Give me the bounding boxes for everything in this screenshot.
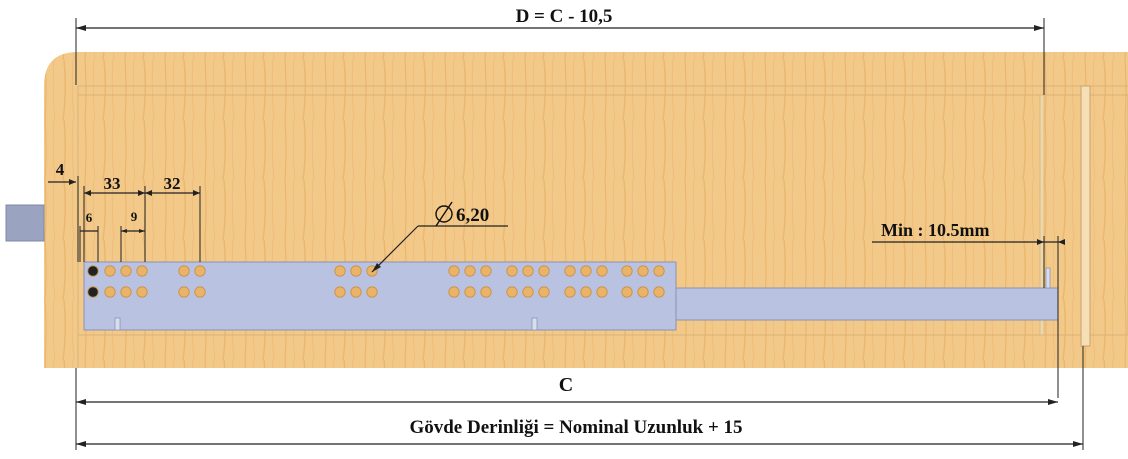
dimension-c: C xyxy=(75,368,1058,450)
rail-hole xyxy=(120,265,132,277)
rail-inner-member xyxy=(675,287,1059,321)
rail-hole xyxy=(120,286,132,298)
rail-hole xyxy=(194,265,206,277)
rail-hole xyxy=(334,265,346,277)
spacing-32-label: 32 xyxy=(164,174,181,193)
rail-holes xyxy=(87,265,665,298)
rail-hole xyxy=(136,286,148,298)
rail-hole xyxy=(653,265,665,277)
offset-4-label: 4 xyxy=(56,160,65,179)
dimension-min-clearance: Min : 10.5mm xyxy=(872,220,1065,398)
min-clearance-label: Min : 10.5mm xyxy=(881,220,989,240)
slide-end-stub xyxy=(5,204,45,242)
rail-hole xyxy=(596,265,608,277)
rail-hole xyxy=(350,286,362,298)
mounting-hole xyxy=(87,286,99,298)
hole-pitch-9-label: 9 xyxy=(131,209,138,224)
hole-diameter-label: 6,20 xyxy=(456,205,489,226)
dimension-small: 6 9 xyxy=(79,209,145,262)
dimension-body-depth: Gövde Derinliği = Nominal Uzunluk + 15 xyxy=(76,346,1084,450)
rail-hole xyxy=(538,265,550,277)
back-panel-divider xyxy=(1039,94,1045,336)
hole-offset-6-label: 6 xyxy=(86,210,93,225)
rail-hole xyxy=(653,286,665,298)
rail-hole xyxy=(522,265,534,277)
rail-hole xyxy=(580,265,592,277)
dimension-offset-4: 4 xyxy=(48,160,79,262)
rail-hole xyxy=(564,286,576,298)
body-depth-label: Gövde Derinliği = Nominal Uzunluk + 15 xyxy=(409,417,742,438)
rail-hole xyxy=(448,265,460,277)
rail-hole xyxy=(621,286,633,298)
top-dimension-label: D = C - 10,5 xyxy=(516,6,613,27)
rail-hole xyxy=(178,265,190,277)
rail-hole xyxy=(194,286,206,298)
hole-diameter-callout: 6,20 xyxy=(371,201,508,273)
rail-hole xyxy=(104,286,116,298)
rail-hole xyxy=(564,265,576,277)
dimension-d: D = C - 10,5 xyxy=(75,6,1045,95)
rail-notch-left xyxy=(114,317,121,331)
rail-hole xyxy=(506,265,518,277)
rail-hole xyxy=(580,286,592,298)
rear-bracket xyxy=(1080,85,1091,347)
rail-hole xyxy=(366,286,378,298)
rail-end-stop xyxy=(1045,267,1051,289)
rail-hole xyxy=(637,286,649,298)
rail-hole xyxy=(464,265,476,277)
c-dimension-label: C xyxy=(559,374,573,396)
rail-hole xyxy=(538,286,550,298)
rail-hole xyxy=(104,265,116,277)
mounting-hole xyxy=(87,265,99,277)
rail-hole xyxy=(637,265,649,277)
rail-hole xyxy=(448,286,460,298)
rail-hole xyxy=(596,286,608,298)
rail-hole xyxy=(480,286,492,298)
rail-hole xyxy=(464,286,476,298)
rail-hole xyxy=(522,286,534,298)
rail-hole xyxy=(480,265,492,277)
rail-hole xyxy=(136,265,148,277)
diameter-symbol-icon xyxy=(435,201,453,227)
spacing-33-label: 33 xyxy=(104,174,121,193)
rail-hole xyxy=(506,286,518,298)
rail-hole xyxy=(350,265,362,277)
rail-hole xyxy=(334,286,346,298)
dimension-spacing: 33 32 xyxy=(83,174,201,262)
rail-hole xyxy=(621,265,633,277)
rail-hole xyxy=(178,286,190,298)
rail-notch-right xyxy=(531,317,538,331)
slide-rail xyxy=(83,261,1059,331)
